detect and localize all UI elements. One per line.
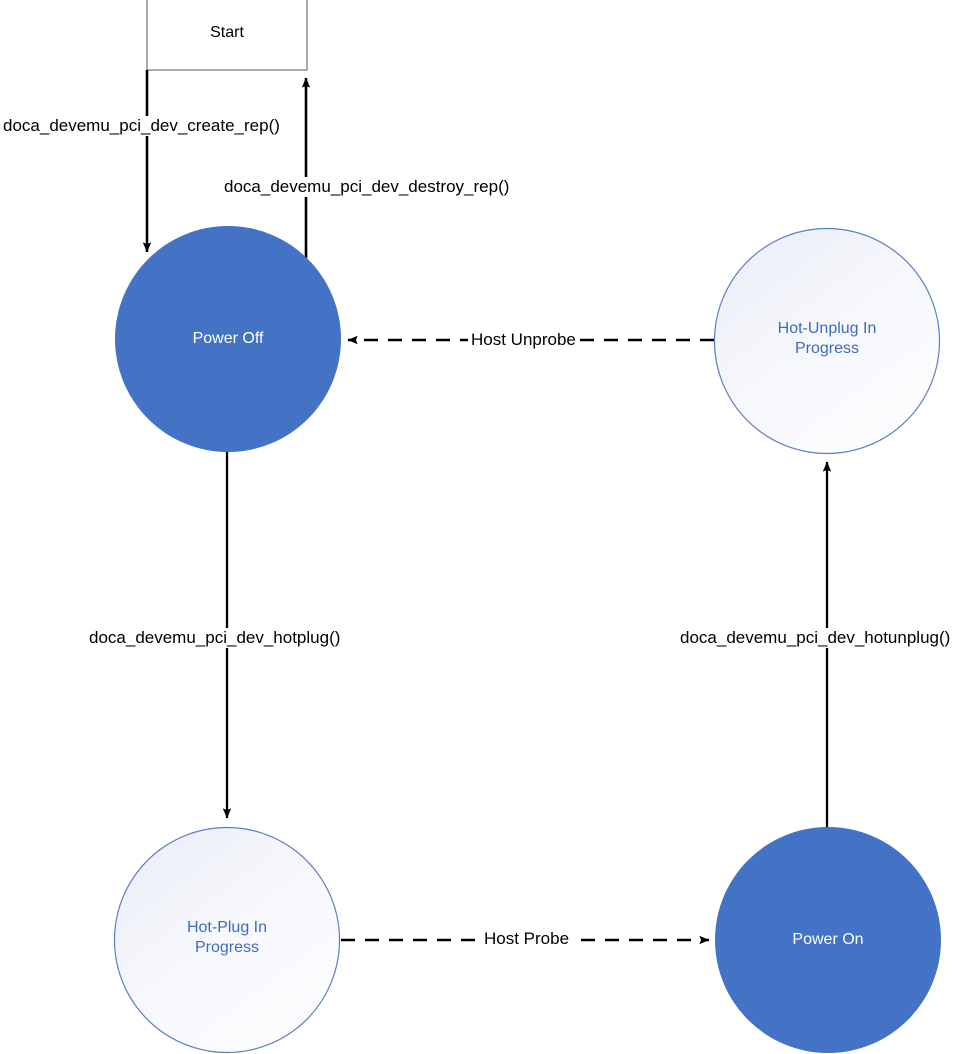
node-power-off[interactable] <box>115 226 341 452</box>
node-hot-plug-in-progress[interactable] <box>113 826 341 1054</box>
node-power-on[interactable] <box>715 827 941 1053</box>
edge-label-host-unprobe: Host Unprobe <box>468 330 579 350</box>
edge-label-create-rep: doca_devemu_pci_dev_create_rep() <box>1 116 282 136</box>
edge-label-destroy-rep: doca_devemu_pci_dev_destroy_rep() <box>222 177 512 197</box>
edge-label-hotplug: doca_devemu_pci_dev_hotplug() <box>87 628 343 648</box>
edge-label-host-probe: Host Probe <box>481 929 573 949</box>
edge-label-hotunplug: doca_devemu_pci_dev_hotunplug() <box>678 628 953 648</box>
start-node-box <box>146 0 308 71</box>
start-node-label: Start <box>210 24 244 41</box>
node-hot-unplug-in-progress[interactable] <box>713 227 941 455</box>
